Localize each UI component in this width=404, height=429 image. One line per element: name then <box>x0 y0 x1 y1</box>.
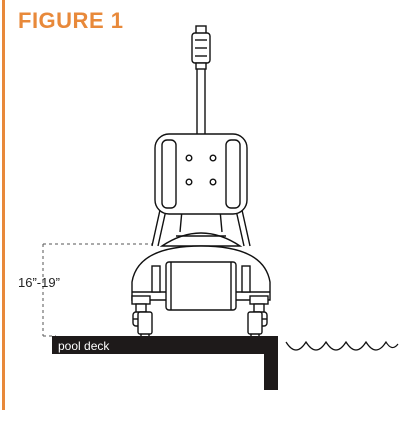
mounting-plate <box>154 133 248 215</box>
height-dimension-label: 16”-19” <box>18 275 60 290</box>
cleaner-body <box>131 245 271 311</box>
water-waves <box>285 340 399 351</box>
caster-legs <box>137 311 263 337</box>
pool-deck <box>52 336 278 390</box>
body-top-cap <box>159 232 243 247</box>
pool-deck-label: pool deck <box>58 339 110 353</box>
frame-rods <box>151 209 251 247</box>
figure-title: FIGURE 1 <box>18 8 124 33</box>
height-dimension-bracket <box>42 243 152 337</box>
handle-pole <box>191 25 211 140</box>
figure-side-rule <box>2 0 5 410</box>
